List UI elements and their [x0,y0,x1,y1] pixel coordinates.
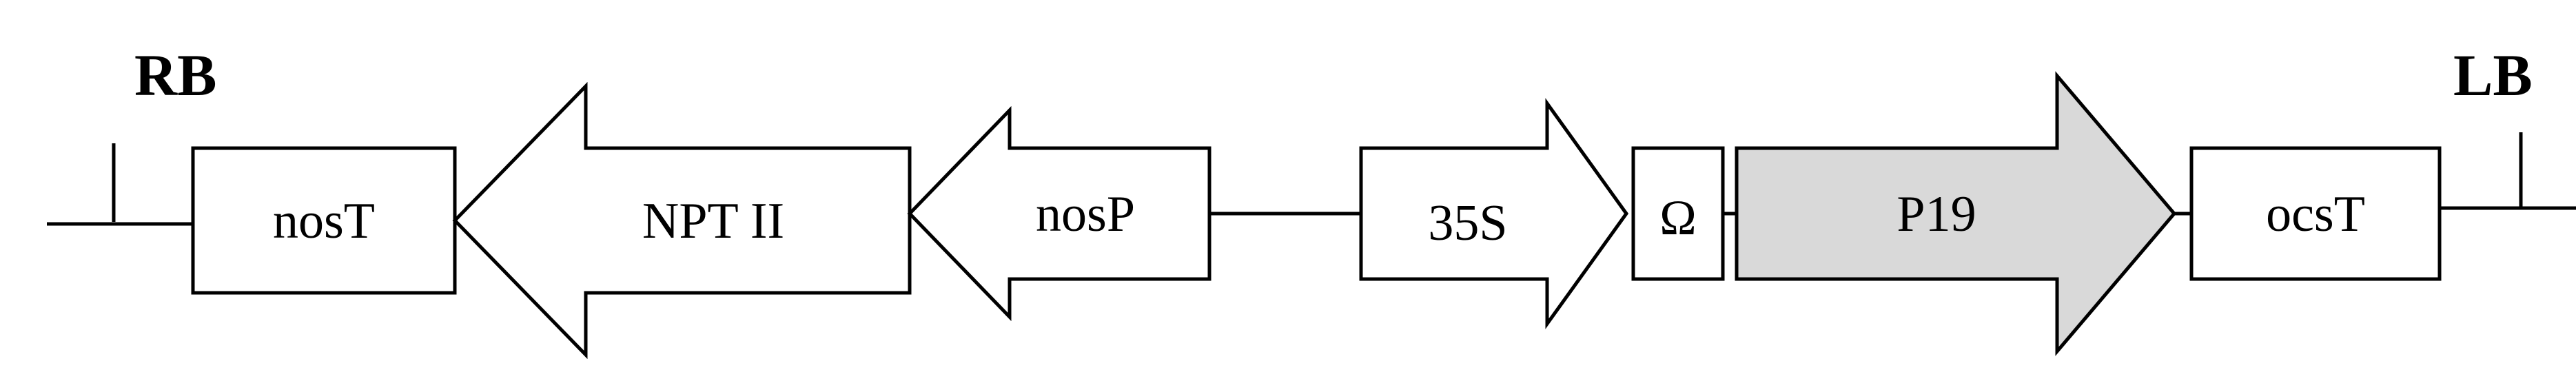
p19-element: P19 [1735,71,2177,356]
border-ticks [112,132,2523,222]
backbone-lines [47,206,2576,226]
p35s-label: 35S [1428,195,1507,251]
p35s-element: 35S [1359,98,1629,329]
p35s-arrow [1359,98,1629,329]
omega-box [1631,146,1725,281]
nosP-label: nosP [1036,186,1135,243]
npt2-arrow [452,81,912,360]
npt2-label: NPT II [642,193,784,249]
npt2-element: NPT II [452,81,912,360]
p19-arrow [1735,71,2177,356]
rb-label: RB [134,42,216,108]
omega-element: Ω [1631,146,1725,281]
omega-label: Ω [1659,190,1697,245]
nosT-left-label: nosT [273,193,375,249]
ocsT-label: ocsT [2266,186,2365,243]
nosP-arrow [907,105,1212,322]
p19-label: P19 [1897,186,1976,243]
ocsT-box [2189,146,2442,281]
nosP-element: nosP [907,105,1212,322]
nosT-left-element: nosT [191,146,457,295]
ocsT-element: ocsT [2189,146,2442,281]
lb-label: LB [2453,42,2533,108]
nosT-left-box [191,146,457,295]
